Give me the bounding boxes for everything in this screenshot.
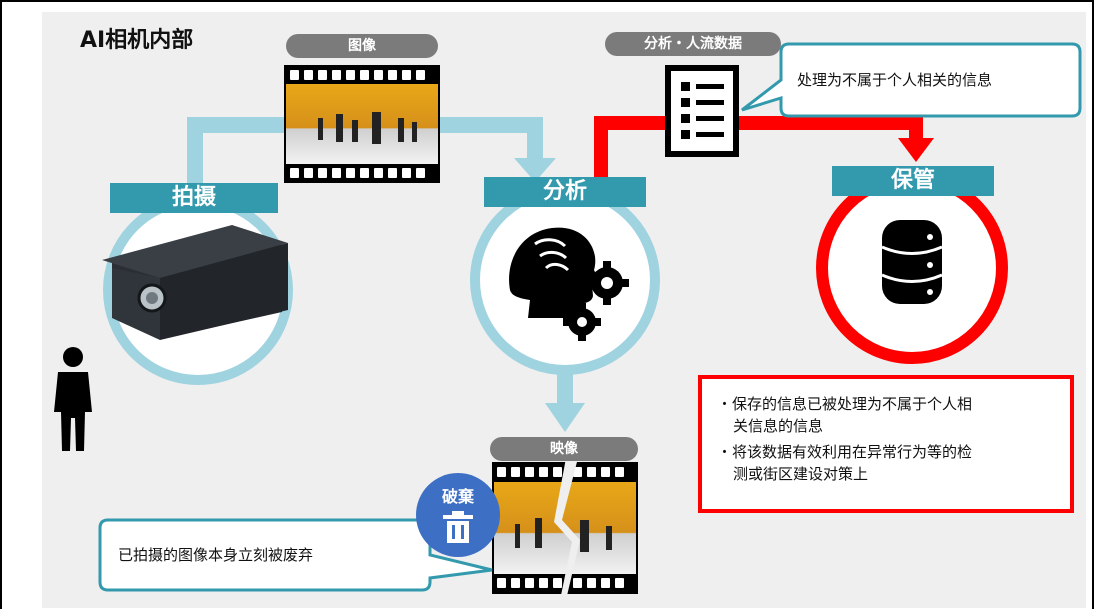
privacy-callout: [741, 42, 1082, 118]
discard-badge-label: 破棄: [441, 487, 474, 506]
stage-label-capture: 拍摄: [110, 183, 278, 213]
frame-border-top: [0, 0, 1094, 2]
trash-icon: [443, 511, 473, 543]
page-title: AI相机内部: [80, 28, 194, 53]
film-strip-icon: [492, 458, 638, 600]
storage-note-line: 关信息的信息: [733, 417, 824, 435]
document-list-icon: [665, 65, 739, 157]
camera-device-icon: [102, 225, 288, 340]
film-strip-icon: [284, 65, 440, 183]
stage-label-store: 保管: [832, 166, 994, 196]
label-image: 图像: [286, 34, 438, 58]
storage-note-line: ・将该数据有效利用在异常行为等的检: [717, 443, 973, 461]
storage-notes-box: [698, 375, 1074, 513]
label-video: 映像: [490, 437, 638, 461]
discard-callout-text: 已拍摄的图像本身立刻被废弃: [118, 546, 314, 564]
flow-arrow-analyze-to-store: [594, 116, 934, 185]
stage-label-analyze: 分析: [484, 177, 646, 207]
privacy-callout-text: 处理为不属于个人相关的信息: [797, 71, 993, 89]
frame-border-right: [1092, 0, 1094, 609]
person-icon: [54, 347, 92, 451]
storage-note-line: 测或街区建设对策上: [733, 465, 869, 483]
storage-note-line: ・保存的信息已被处理为不属于个人相: [717, 395, 973, 413]
brain-gears-icon: [509, 227, 629, 341]
label-analysis-data: 分析・人流数据: [605, 32, 781, 56]
database-icon: [881, 220, 943, 304]
frame-border-left: [0, 0, 2, 609]
